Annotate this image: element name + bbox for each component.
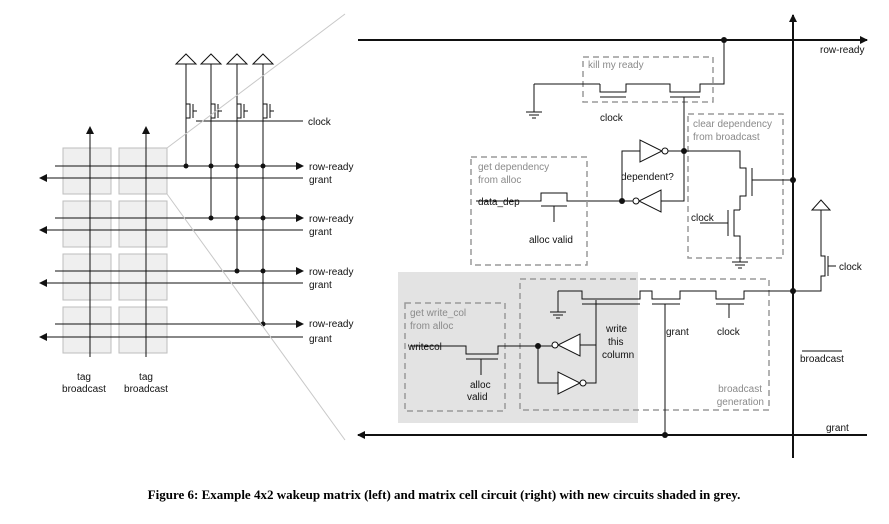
matrix-cell (118, 253, 168, 301)
new-circuit-shading (398, 272, 638, 423)
alloc-valid-label: valid (467, 392, 488, 403)
grant-label: grant (309, 280, 332, 291)
inverter-icon (639, 139, 664, 163)
clock-label: clock (691, 213, 715, 224)
write-this-column-label: write (605, 324, 628, 335)
clock-label: clock (600, 113, 624, 124)
figure-caption: Figure 6: Example 4x2 wakeup matrix (lef… (148, 487, 741, 502)
grant-label: grant (826, 423, 849, 434)
matrix-cell (118, 147, 168, 195)
inverter-icon (637, 189, 662, 213)
broadcast-generation-label: generation (717, 397, 764, 408)
grant-label: grant (309, 227, 332, 238)
vdd-icon (199, 53, 223, 65)
zoom-line (166, 13, 346, 149)
grant-label: grant (666, 327, 689, 338)
broadcast-label: broadcast (124, 384, 168, 395)
cell-circuit: row-ready grant broadcast kill my ready … (357, 14, 868, 458)
matrix-cells (62, 147, 168, 354)
row-ready-label: row-ready (309, 214, 353, 225)
alloc-valid-label: alloc (470, 380, 491, 391)
alloc-valid-label: alloc valid (529, 235, 573, 246)
get-write-col-box (404, 302, 506, 412)
broadcast-label: broadcast (62, 384, 106, 395)
vdd-icon (251, 53, 275, 65)
clock-label: clock (839, 262, 863, 273)
row-ready-label: row-ready (820, 45, 864, 56)
grant-label: grant (309, 334, 332, 345)
grant-label: grant (309, 175, 332, 186)
row-ready-label: row-ready (309, 319, 353, 330)
vdd-icon (810, 199, 832, 211)
get-dependency-label: get dependency (478, 162, 549, 173)
matrix-cell (62, 253, 112, 301)
zoom-line (166, 193, 346, 441)
matrix-cell (118, 306, 168, 354)
get-dependency-label: from alloc (478, 175, 521, 186)
kill-my-ready-box (582, 56, 714, 103)
write-this-column-label: column (602, 350, 634, 361)
matrix-cell (62, 200, 112, 248)
tag-label: tag (139, 372, 153, 383)
matrix-cell (62, 147, 112, 195)
clock-label: clock (717, 327, 741, 338)
kill-my-ready-label: kill my ready (588, 60, 644, 71)
matrix-cell (118, 200, 168, 248)
row-ready-label: row-ready (309, 162, 353, 173)
clear-dependency-box (687, 113, 784, 259)
write-this-column-label: this (608, 337, 624, 348)
vdd-icon (174, 53, 198, 65)
get-write-col-label: get write_col (410, 308, 466, 319)
data-dep-label: data_dep (478, 197, 520, 208)
matrix-cell (62, 306, 112, 354)
broadcast-generation-box (519, 278, 770, 411)
clear-dependency-label: from broadcast (693, 132, 760, 143)
wakeup-matrix: clock row-ready grant row-ready grant ro… (39, 53, 353, 395)
get-write-col-label: from alloc (410, 321, 453, 332)
clear-dependency-label: clear dependency (693, 119, 772, 130)
vdd-icon (225, 53, 249, 65)
clock-label: clock (308, 117, 332, 128)
writecol-label: writecol (407, 342, 442, 353)
tag-label: tag (77, 372, 91, 383)
precharge-columns (174, 53, 303, 327)
broadcast-bar-label: broadcast (800, 354, 844, 365)
get-dependency-box (470, 156, 588, 266)
dependent-label: dependent? (621, 172, 674, 183)
broadcast-generation-label: broadcast (718, 384, 762, 395)
row-ready-label: row-ready (309, 267, 353, 278)
